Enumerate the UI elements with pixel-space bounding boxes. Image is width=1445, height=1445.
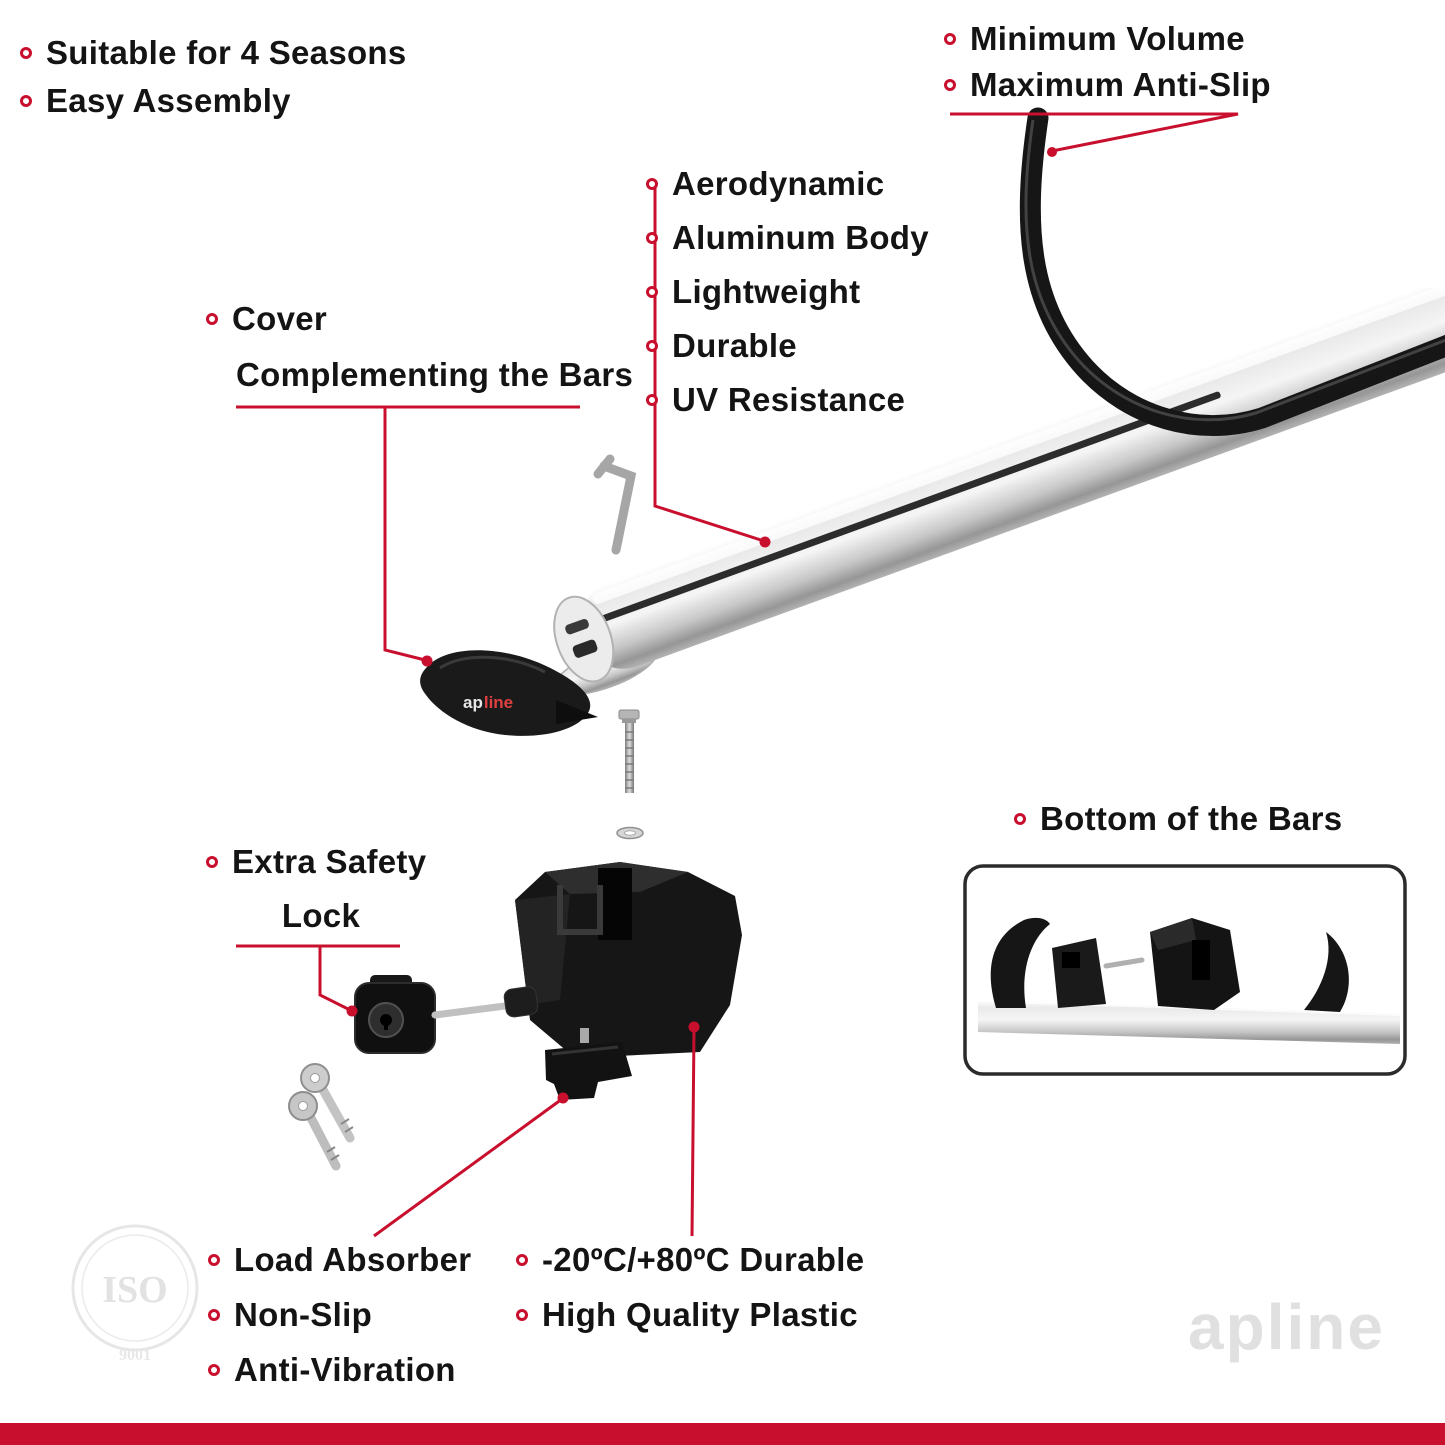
label-text: Bottom of the Bars: [1040, 800, 1343, 837]
roof-bar: [553, 283, 1445, 696]
feature-temperature-durable: -20ºC/+80ºC Durable: [516, 1241, 864, 1279]
bullet-icon: [208, 1309, 220, 1321]
feature-label: UV Resistance: [672, 381, 906, 418]
connector-antislip: [950, 112, 1239, 153]
bullet-icon: [208, 1364, 220, 1376]
label-cover-line2: Complementing the Bars: [236, 356, 634, 393]
connector-load-absorber: [373, 1097, 563, 1238]
bar-end-face: [553, 595, 615, 683]
label-extra-safety: Extra Safety: [206, 843, 426, 881]
washer: [616, 826, 644, 840]
inset-clamp-left: [1052, 938, 1106, 1008]
bullet-icon: [646, 286, 658, 298]
rubber-strip: [1019, 107, 1445, 436]
feature-label: Anti-Vibration: [234, 1351, 456, 1388]
bar-highlight: [592, 283, 1445, 604]
bullet-icon: [208, 1254, 220, 1266]
inset-border: [963, 864, 1407, 1076]
feature-uv-resistance: UV Resistance: [646, 381, 905, 419]
label-lock-line2: Lock: [281, 897, 361, 934]
allen-key: [593, 454, 637, 555]
keys: [288, 1063, 355, 1171]
label-bottom-of-bars: Bottom of the Bars: [1014, 800, 1342, 838]
bullet-icon: [944, 79, 956, 91]
feature-non-slip: Non-Slip: [208, 1296, 372, 1334]
svg-text:9001: 9001: [119, 1347, 151, 1364]
bullet-icon: [516, 1309, 528, 1321]
svg-text:ISO: ISO: [102, 1269, 167, 1311]
feature-label: Easy Assembly: [46, 82, 291, 119]
connector-temperature: [690, 1029, 696, 1237]
feature-label: Suitable for 4 Seasons: [46, 34, 407, 71]
feature-label: Minimum Volume: [970, 20, 1245, 57]
mount-foot: [515, 862, 742, 1058]
bullet-icon: [206, 856, 218, 868]
bullet-icon: [516, 1254, 528, 1266]
clamp-part: [545, 1028, 632, 1100]
bullet-icon: [646, 340, 658, 352]
inset-strip-right: [1304, 932, 1349, 1012]
bar-body: [579, 287, 1445, 669]
bullet-icon: [944, 33, 956, 45]
bar-end-slot-top: [565, 618, 589, 635]
connector-cover: [383, 407, 426, 662]
feature-aluminum-body: Aluminum Body: [646, 219, 929, 257]
feature-label: Non-Slip: [234, 1296, 373, 1333]
label-cover: Cover: [206, 300, 327, 338]
bullet-icon: [20, 47, 32, 59]
inset-bottom-view: [963, 864, 1407, 1076]
bullet-icon: [646, 178, 658, 190]
label-text: Extra Safety: [232, 843, 427, 880]
feature-label: Load Absorber: [234, 1241, 472, 1278]
feature-label: Aerodynamic: [672, 165, 885, 202]
feature-label: Maximum Anti-Slip: [970, 66, 1271, 103]
feature-aerodynamic: Aerodynamic: [646, 165, 884, 203]
inset-rubber-end: [990, 917, 1050, 1008]
feature-durable: Durable: [646, 327, 797, 365]
security-lock: [354, 975, 539, 1054]
bullet-icon: [20, 95, 32, 107]
iso-9001-badge: ISO 9001: [71, 1224, 199, 1364]
connector-lines: [236, 112, 1239, 1238]
feature-load-absorber: Load Absorber: [208, 1241, 471, 1279]
bullet-icon: [1014, 813, 1026, 825]
feature-lightweight: Lightweight: [646, 273, 860, 311]
feature-label: Lightweight: [672, 273, 861, 310]
feature-label: Aluminum Body: [672, 219, 929, 256]
feature-label: Durable: [672, 327, 797, 364]
feature-suitable-4-seasons: Suitable for 4 Seasons: [20, 34, 407, 72]
bolt: [618, 709, 640, 793]
label-text: Cover: [232, 300, 328, 337]
bullet-icon: [206, 313, 218, 325]
bullet-icon: [646, 232, 658, 244]
feature-label: -20ºC/+80ºC Durable: [542, 1241, 865, 1278]
bullet-icon: [646, 394, 658, 406]
bar-channel-slot: [597, 391, 1221, 623]
bar-cover: apline: [420, 650, 598, 736]
bottom-red-strip: [0, 1423, 1445, 1445]
cover-logo: apline: [463, 693, 513, 712]
bar-end-slot-bottom: [572, 639, 598, 658]
feature-high-quality-plastic: High Quality Plastic: [516, 1296, 858, 1334]
feature-minimum-volume: Minimum Volume: [944, 20, 1245, 58]
connector-lock: [318, 946, 351, 1012]
brand-watermark: apline: [1188, 1291, 1385, 1363]
feature-easy-assembly: Easy Assembly: [20, 82, 291, 120]
feature-maximum-antislip: Maximum Anti-Slip: [944, 66, 1271, 104]
feature-anti-vibration: Anti-Vibration: [208, 1351, 456, 1389]
feature-label: High Quality Plastic: [542, 1296, 858, 1333]
